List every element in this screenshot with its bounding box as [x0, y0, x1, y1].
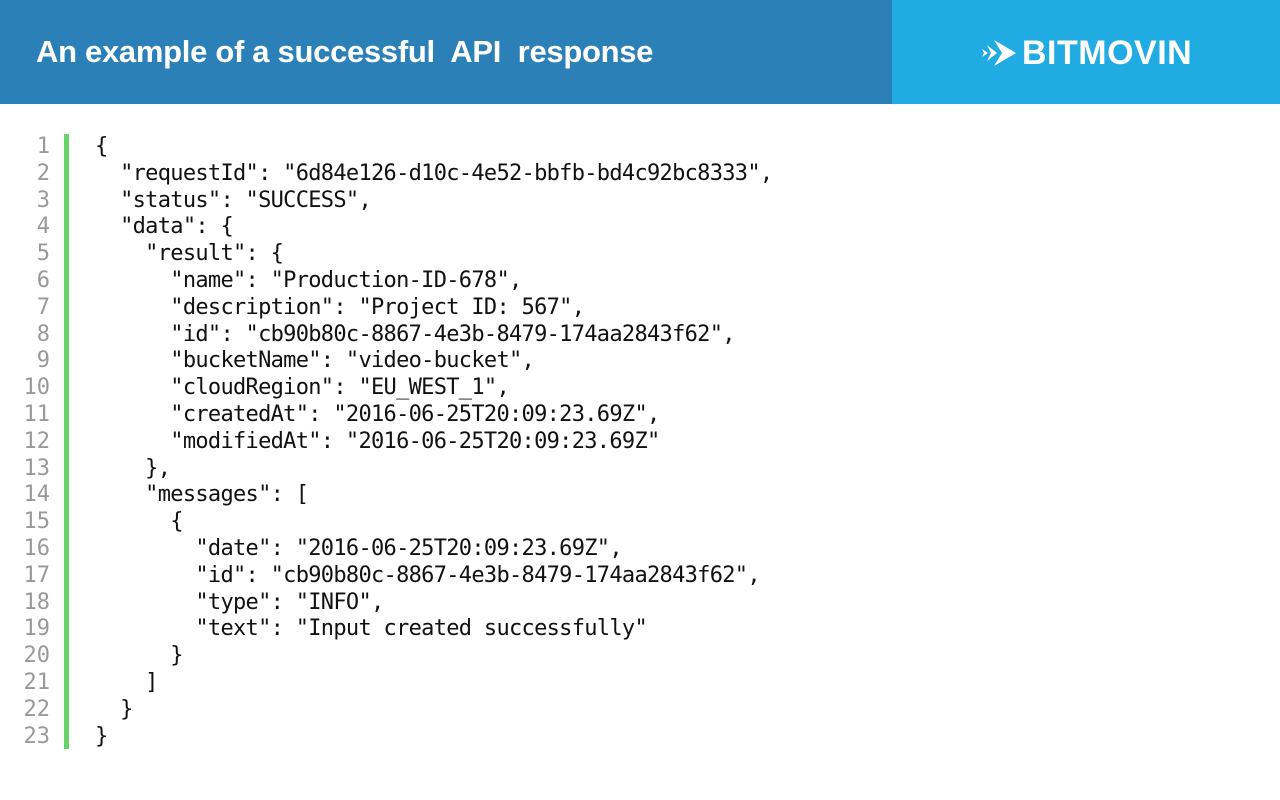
line-number: 22 [23, 696, 51, 722]
code-text: "description": "Project ID: 567", [95, 294, 585, 320]
code-line: 22 } [0, 697, 1000, 724]
code-line: 1{ [0, 134, 1000, 161]
line-number: 15 [23, 509, 51, 535]
code-line: 5 "result": { [0, 241, 1000, 268]
code-text: "bucketName": "video-bucket", [95, 348, 535, 374]
code-line: 4 "data": { [0, 214, 1000, 241]
code-text: "status": "SUCCESS", [95, 187, 372, 213]
code-line: 9 "bucketName": "video-bucket", [0, 348, 1000, 375]
code-text: "result": { [95, 241, 284, 267]
line-number: 9 [36, 348, 50, 374]
chevrons-icon [982, 40, 1016, 66]
code-text: { [95, 509, 183, 535]
code-text: { [95, 134, 108, 159]
line-number: 12 [23, 428, 51, 454]
code-text: "name": "Production-ID-678", [95, 267, 522, 293]
code-text: "text": "Input created successfully" [95, 616, 647, 642]
line-number: 4 [36, 214, 50, 240]
line-number: 18 [23, 589, 51, 615]
code-line: 20 } [0, 643, 1000, 670]
page-title: An example of a successful API response [36, 34, 654, 69]
code-text: } [95, 696, 133, 722]
gutter-bar [64, 134, 69, 749]
code-text: } [95, 643, 183, 669]
code-line: 13 }, [0, 456, 1000, 483]
code-line: 6 "name": "Production-ID-678", [0, 268, 1000, 295]
code-text: } [95, 723, 108, 749]
code-line: 12 "modifiedAt": "2016-06-25T20:09:23.69… [0, 429, 1000, 456]
code-line: 16 "date": "2016-06-25T20:09:23.69Z", [0, 536, 1000, 563]
code-line: 15 { [0, 509, 1000, 536]
line-number: 3 [36, 187, 50, 213]
line-number: 14 [23, 482, 51, 508]
code-line: 2 "requestId": "6d84e126-d10c-4e52-bbfb-… [0, 161, 1000, 188]
code-text: "type": "INFO", [95, 589, 384, 615]
line-number: 11 [23, 401, 51, 427]
bitmovin-logo: BITMOVIN [982, 34, 1192, 72]
code-text: "data": { [95, 214, 234, 240]
line-number: 17 [23, 562, 51, 588]
logo-text: BITMOVIN [1022, 34, 1193, 72]
line-number: 16 [23, 535, 51, 561]
line-number: 23 [23, 723, 51, 749]
code-text: "messages": [ [95, 482, 309, 508]
code-block: 1{2 "requestId": "6d84e126-d10c-4e52-bbf… [0, 134, 1000, 750]
code-text: "modifiedAt": "2016-06-25T20:09:23.69Z" [95, 428, 660, 454]
header-bar: An example of a successful API response [0, 0, 892, 104]
line-number: 10 [23, 375, 51, 401]
line-number: 2 [36, 160, 50, 186]
code-line: 23} [0, 724, 1000, 751]
line-number: 21 [23, 669, 51, 695]
code-line: 17 "id": "cb90b80c-8867-4e3b-8479-174aa2… [0, 563, 1000, 590]
code-text: "requestId": "6d84e126-d10c-4e52-bbfb-bd… [95, 160, 773, 186]
code-line: 7 "description": "Project ID: 567", [0, 295, 1000, 322]
code-line: 19 "text": "Input created successfully" [0, 616, 1000, 643]
code-text: "date": "2016-06-25T20:09:23.69Z", [95, 535, 622, 561]
code-text: }, [95, 455, 171, 481]
code-text: ] [95, 669, 158, 695]
line-number: 19 [23, 616, 51, 642]
line-number: 8 [36, 321, 50, 347]
code-line: 3 "status": "SUCCESS", [0, 188, 1000, 215]
code-text: "createdAt": "2016-06-25T20:09:23.69Z", [95, 401, 660, 427]
logo-panel: BITMOVIN [892, 0, 1280, 104]
code-text: "id": "cb90b80c-8867-4e3b-8479-174aa2843… [95, 321, 735, 347]
code-line: 18 "type": "INFO", [0, 590, 1000, 617]
line-number: 1 [36, 134, 50, 159]
code-line: 10 "cloudRegion": "EU_WEST_1", [0, 375, 1000, 402]
line-number: 13 [23, 455, 51, 481]
code-text: "cloudRegion": "EU_WEST_1", [95, 375, 509, 401]
code-line: 8 "id": "cb90b80c-8867-4e3b-8479-174aa28… [0, 322, 1000, 349]
code-line: 21 ] [0, 670, 1000, 697]
code-line: 11 "createdAt": "2016-06-25T20:09:23.69Z… [0, 402, 1000, 429]
code-line: 14 "messages": [ [0, 482, 1000, 509]
code-text: "id": "cb90b80c-8867-4e3b-8479-174aa2843… [95, 562, 760, 588]
line-number: 6 [36, 267, 50, 293]
line-number: 5 [36, 241, 50, 267]
line-number: 7 [36, 294, 50, 320]
line-number: 20 [23, 643, 51, 669]
